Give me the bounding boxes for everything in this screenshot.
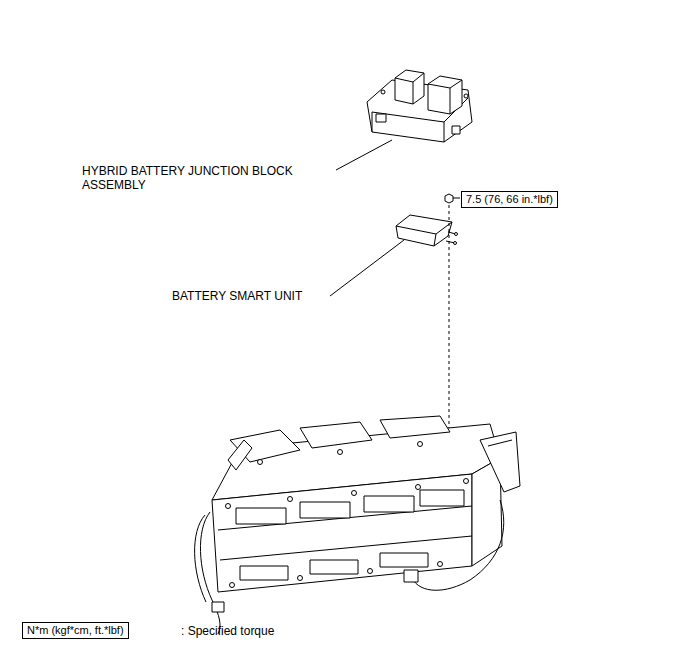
smart-unit-drawing <box>396 215 458 246</box>
nut-symbol <box>445 194 453 203</box>
node-text: 7.5 (76, 66 in.*lbf) <box>466 193 553 206</box>
leader-line <box>336 140 392 170</box>
legend-text: : Specified torque <box>181 624 274 638</box>
leader-line <box>330 240 404 296</box>
part-name: HYBRID BATTERY JUNCTION BLOCK ASSEMBLY <box>82 164 332 192</box>
part-name: BATTERY SMART UNIT <box>172 289 302 303</box>
unit-key-box: N*m (kgf*cm, ft.*lbf) <box>22 622 129 639</box>
install-guide-line <box>449 205 450 455</box>
junction-block-drawing <box>367 70 472 142</box>
torque-box: 7.5 (76, 66 in.*lbf) <box>461 191 558 208</box>
node-text: N*m (kgf*cm, ft.*lbf) <box>27 624 124 637</box>
nut-leader <box>453 198 460 199</box>
battery-assembly-drawing <box>195 416 520 634</box>
